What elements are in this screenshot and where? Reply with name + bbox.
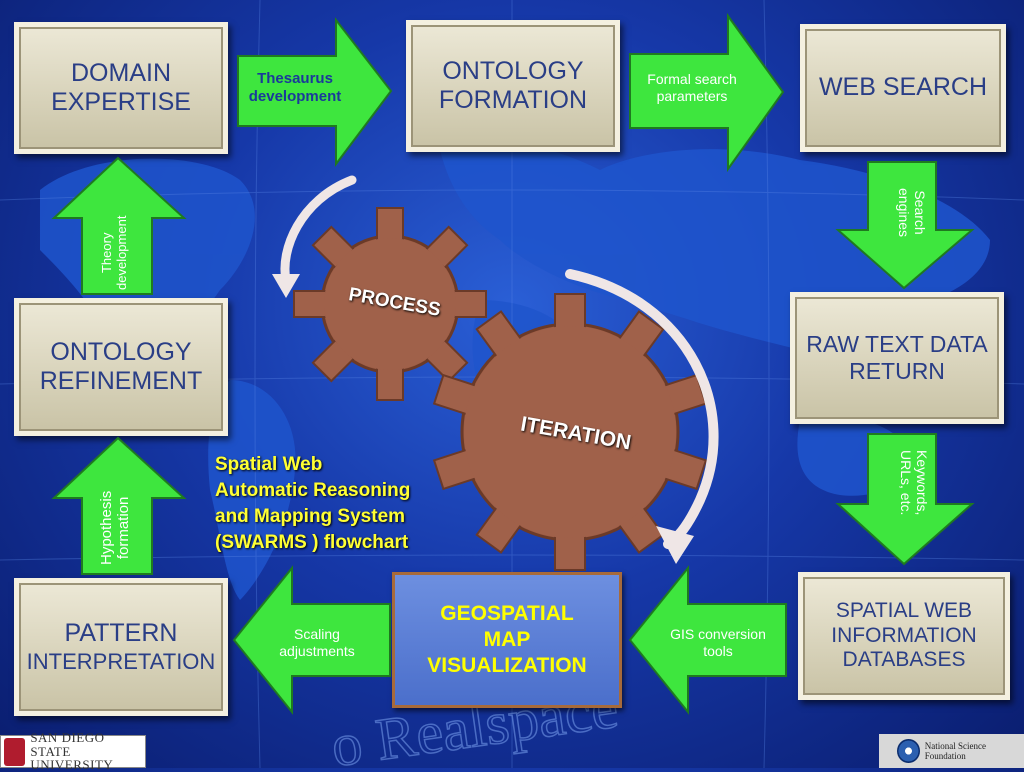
process-gear	[293, 207, 487, 401]
geospatial-map-visualization-box: GEOSPATIAL MAP VISUALIZATION	[392, 572, 622, 708]
nsf-logo: National Science Foundation	[879, 734, 1024, 768]
keywords-arrow	[835, 433, 975, 566]
formal-search-arrow	[629, 12, 785, 173]
search-engines-arrow	[835, 161, 975, 290]
gis-conversion-arrow	[628, 565, 787, 715]
web-search-box: WEB SEARCH	[800, 24, 1006, 152]
sdsu-logo: SAN DIEGO STATE UNIVERSITY	[0, 731, 146, 771]
theory-arrow	[51, 156, 187, 295]
nsf-seal-icon	[897, 739, 920, 763]
hypothesis-arrow	[51, 436, 187, 575]
flowchart-caption: Spatial Web Automatic Reasoning and Mapp…	[215, 454, 411, 554]
iteration-gear	[432, 293, 708, 571]
scaling-arrow	[232, 565, 391, 715]
gears-graphic	[272, 175, 719, 571]
thesaurus-arrow	[237, 17, 393, 167]
keywords-label: Keywords,URLs, etc.	[897, 450, 930, 516]
sdsu-seal-icon	[4, 737, 26, 766]
